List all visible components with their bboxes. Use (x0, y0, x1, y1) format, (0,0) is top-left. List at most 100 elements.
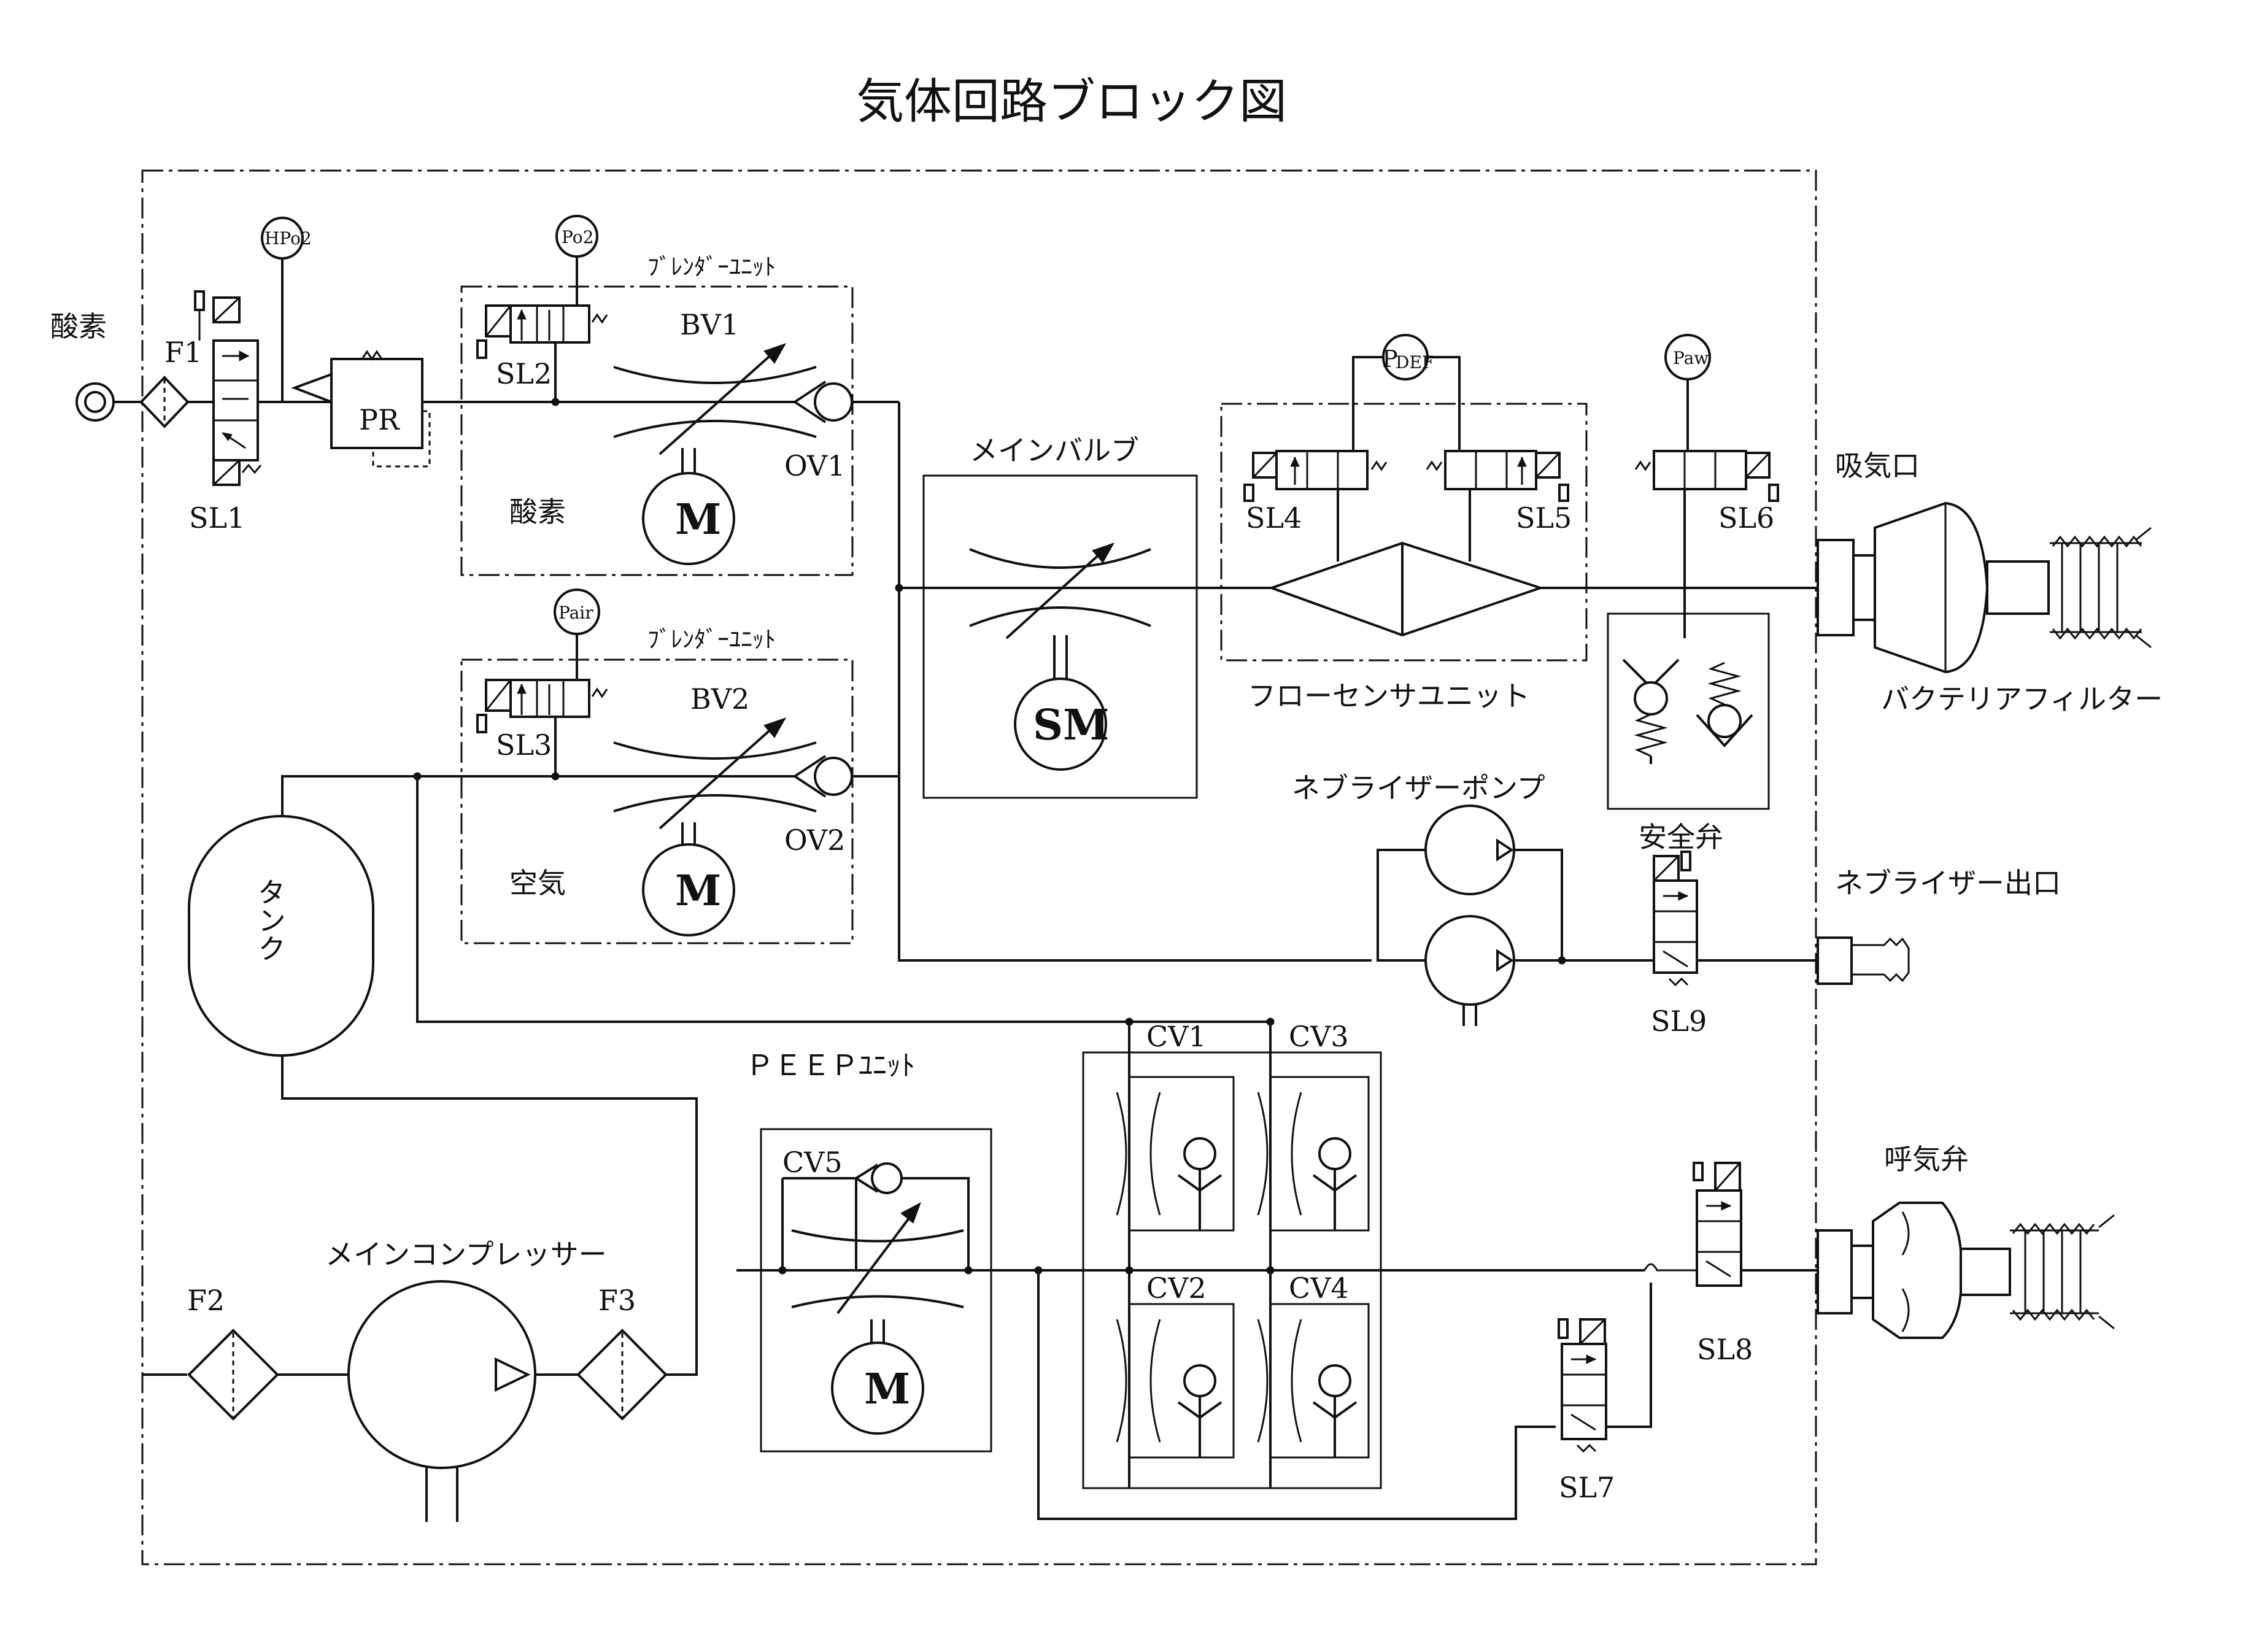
sl6-valve-symbol (1634, 450, 1779, 502)
bv1-label: BV1 (680, 308, 739, 341)
cv2-label: CV2 (1146, 1272, 1207, 1305)
cv1-check-valve (1116, 1076, 1235, 1232)
servo-motor-label: SM (1033, 701, 1109, 750)
sl8-label: SL8 (1697, 1333, 1753, 1366)
sl7-label: SL7 (1559, 1471, 1615, 1504)
pdef-gauge-label: P (1382, 345, 1398, 372)
f2-label: F2 (187, 1284, 225, 1317)
bv2-motor-label: M (675, 867, 721, 916)
f3-filter-symbol (576, 1329, 668, 1421)
sl8-valve-symbol (1693, 1162, 1742, 1287)
paw-gauge: Paw (1664, 334, 1711, 380)
outer-frame (141, 169, 1817, 1565)
nebulizer-outlet-connector (1817, 936, 1910, 985)
sl1-label: SL1 (189, 501, 245, 535)
oxygen-section-label: 酸素 (509, 495, 566, 528)
main-compressor-symbol (347, 1280, 536, 1522)
blender-unit-1-label: ﾌﾞﾚﾝﾀﾞｰﾕﾆｯﾄ (647, 253, 776, 280)
blender-unit-1-box (460, 285, 854, 576)
oxygen-inlet-port (75, 382, 115, 422)
pdef-gauge-sub: DEF (1396, 352, 1434, 372)
sl2-valve-symbol (476, 304, 608, 359)
bacteria-filter-label: バクテリアフィルター (1881, 682, 2163, 716)
flow-sensor-unit-label: フローセンサユニット (1248, 679, 1530, 712)
pr-label: PR (359, 403, 400, 436)
nebulizer-pump-symbol (1377, 805, 1563, 1026)
bv2-variable-orifice (613, 717, 817, 830)
bv1-variable-orifice (613, 343, 817, 455)
peep-motor-label: M (864, 1365, 910, 1414)
flow-sensor-element (1267, 541, 1545, 637)
safety-valve-symbol (1622, 658, 1753, 764)
sl7-valve-symbol (1558, 1318, 1607, 1453)
pr-regulator-symbol (291, 350, 431, 468)
main-valve-orifice (969, 542, 1151, 639)
cv2-check-valve (1116, 1303, 1235, 1459)
main-compressor-label: メインコンプレッサー (325, 1238, 607, 1271)
air-section-label: 空気 (509, 867, 566, 900)
sl3-valve-symbol (476, 679, 608, 733)
sl5-valve-symbol (1426, 450, 1569, 502)
peep-unit-label: ＰＥＥＰﾕﾆｯﾄ (746, 1049, 915, 1082)
f3-label: F3 (598, 1284, 636, 1317)
bv1-motor: M (642, 472, 735, 565)
sl6-label: SL6 (1718, 501, 1774, 535)
ov2-check-valve (794, 755, 853, 798)
main-valve-label: メインバルブ (970, 434, 1139, 467)
sl4-label: SL4 (1246, 501, 1302, 535)
cv4-check-valve (1257, 1303, 1370, 1459)
diagram-title: 気体回路ブロック図 (856, 74, 1287, 129)
bv1-motor-label: M (675, 495, 721, 544)
cv-block-box (1082, 1051, 1382, 1489)
blender-unit-2-label: ﾌﾞﾚﾝﾀﾞｰﾕﾆｯﾄ (647, 626, 776, 653)
cv1-label: CV1 (1146, 1020, 1207, 1053)
hpo2-gauge: HPo2 (261, 217, 312, 260)
sl3-label: SL3 (496, 728, 552, 762)
nebulizer-pump-label: ネブライザーポンプ (1292, 771, 1545, 805)
peep-orifice (791, 1202, 964, 1314)
nebulizer-outlet-label: ネブライザー出口 (1835, 867, 2061, 900)
pdef-gauge: P DEF (1382, 334, 1434, 380)
po2-gauge-label: Po2 (562, 227, 593, 247)
ov1-label: OV1 (784, 449, 845, 482)
cv4-label: CV4 (1289, 1272, 1349, 1305)
oxygen-inlet-label: 酸素 (50, 310, 107, 343)
sl9-label: SL9 (1651, 1005, 1707, 1038)
f2-filter-symbol (187, 1329, 279, 1421)
sl9-valve-symbol (1653, 851, 1698, 987)
hpo2-gauge-label: HPo2 (265, 228, 312, 249)
po2-gauge: Po2 (555, 215, 598, 258)
expiratory-valve-label: 呼気弁 (1884, 1143, 1969, 1176)
paw-gauge-label: Paw (1673, 348, 1709, 368)
sl5-label: SL5 (1516, 501, 1572, 535)
pair-gauge: Pair (554, 589, 600, 635)
inspiratory-port-label: 吸気口 (1835, 449, 1920, 482)
ov1-check-valve (794, 380, 853, 423)
safety-valve-label: 安全弁 (1639, 820, 1723, 854)
cv5-label: CV5 (782, 1146, 843, 1179)
cv3-label: CV3 (1289, 1020, 1349, 1053)
ov2-label: OV2 (784, 824, 845, 857)
cv5-check-valve (778, 1162, 973, 1275)
sl1-valve-symbol (194, 290, 262, 486)
inspiratory-connector (1817, 501, 2152, 674)
safety-valve-box (1607, 612, 1770, 810)
expiratory-valve-connector (1817, 1202, 2115, 1339)
bv2-motor: M (642, 843, 735, 936)
sl4-valve-symbol (1243, 450, 1388, 502)
flow-sensor-unit-box (1220, 403, 1588, 662)
peep-unit-box (760, 1128, 992, 1453)
peep-motor: M (831, 1341, 924, 1435)
servo-motor: SM (1014, 677, 1109, 771)
cv3-check-valve (1257, 1076, 1370, 1232)
main-valve-box (922, 474, 1198, 799)
pair-gauge-label: Pair (558, 603, 593, 623)
blender-unit-2-box (460, 658, 854, 944)
bv2-label: BV2 (690, 682, 749, 716)
f1-filter-symbol (139, 376, 190, 428)
sl2-label: SL2 (496, 357, 552, 390)
tank-label: タンク (253, 878, 287, 962)
f1-label: F1 (164, 336, 202, 369)
